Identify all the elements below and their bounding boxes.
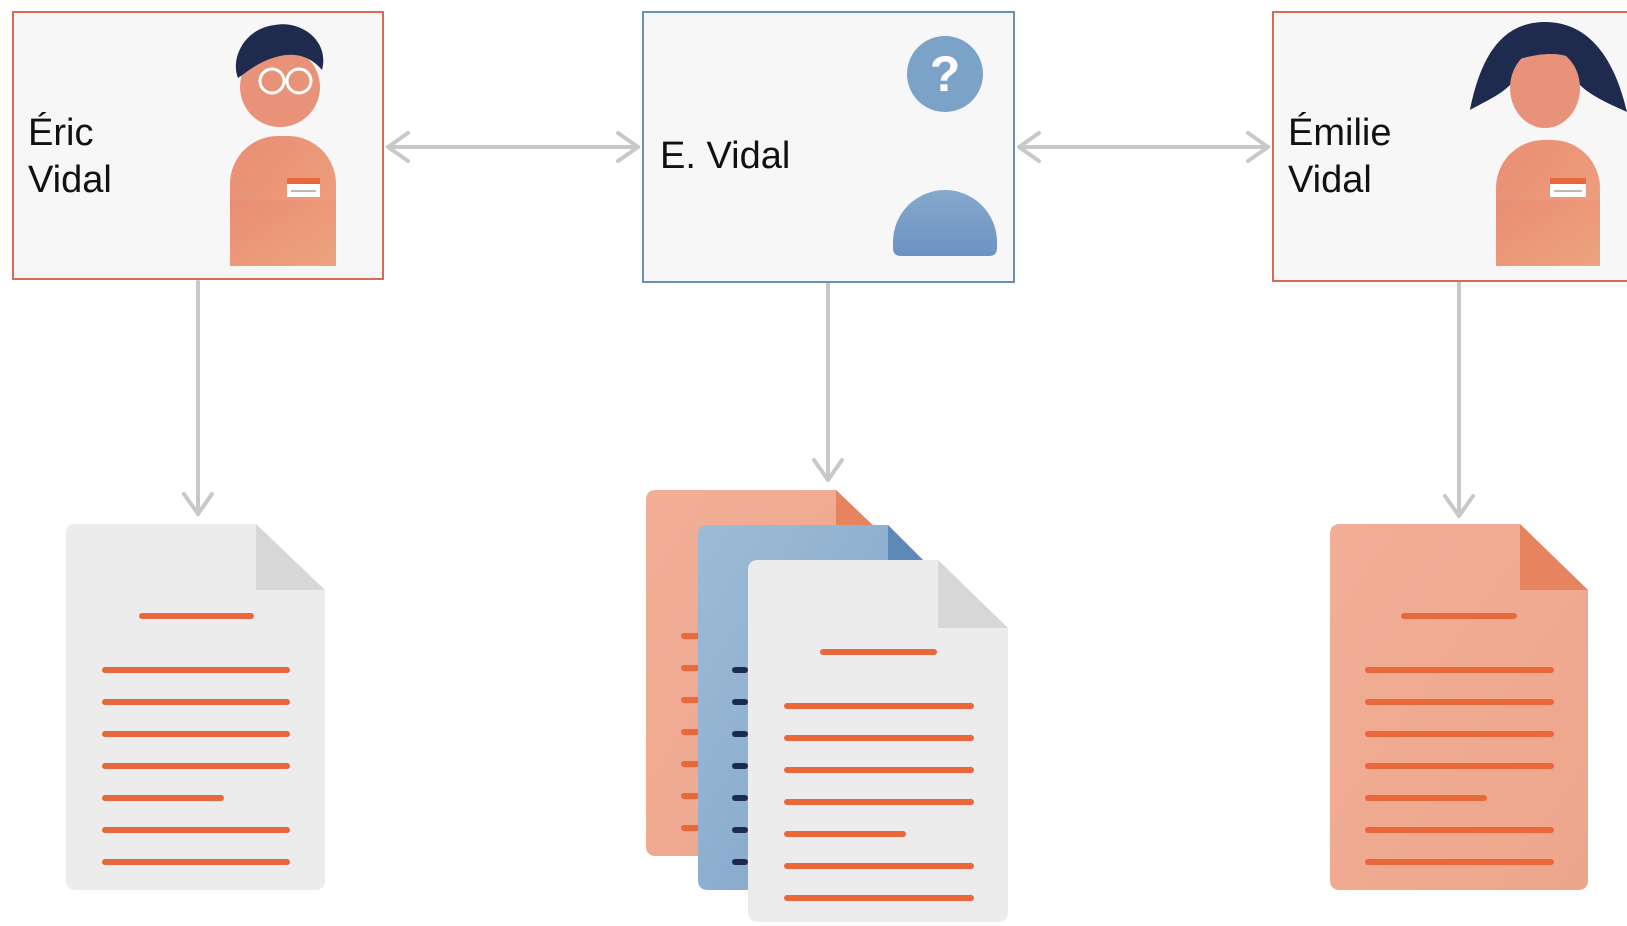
man-with-glasses-icon [230,24,336,266]
document-icon-gray [748,560,1008,922]
woman-icon [1470,22,1627,266]
bidirectional-arrow-evidal-emilie [1017,131,1270,163]
document-icon-emilie [1330,524,1588,890]
down-arrow-emilie [1443,280,1475,518]
document-stack-evidal [646,490,1008,922]
question-mark-icon: ? [930,46,961,102]
person-name-eric: Éric Vidal [28,112,112,201]
down-arrow-eric [182,280,214,516]
down-arrow-evidal [812,281,844,482]
unknown-person-icon: ? [893,36,997,256]
bidirectional-arrow-eric-evidal [386,131,640,163]
document-icon-eric [66,524,325,890]
person-name-emilie: Émilie Vidal [1288,112,1392,201]
person-name-evidal: E. Vidal [660,135,791,177]
